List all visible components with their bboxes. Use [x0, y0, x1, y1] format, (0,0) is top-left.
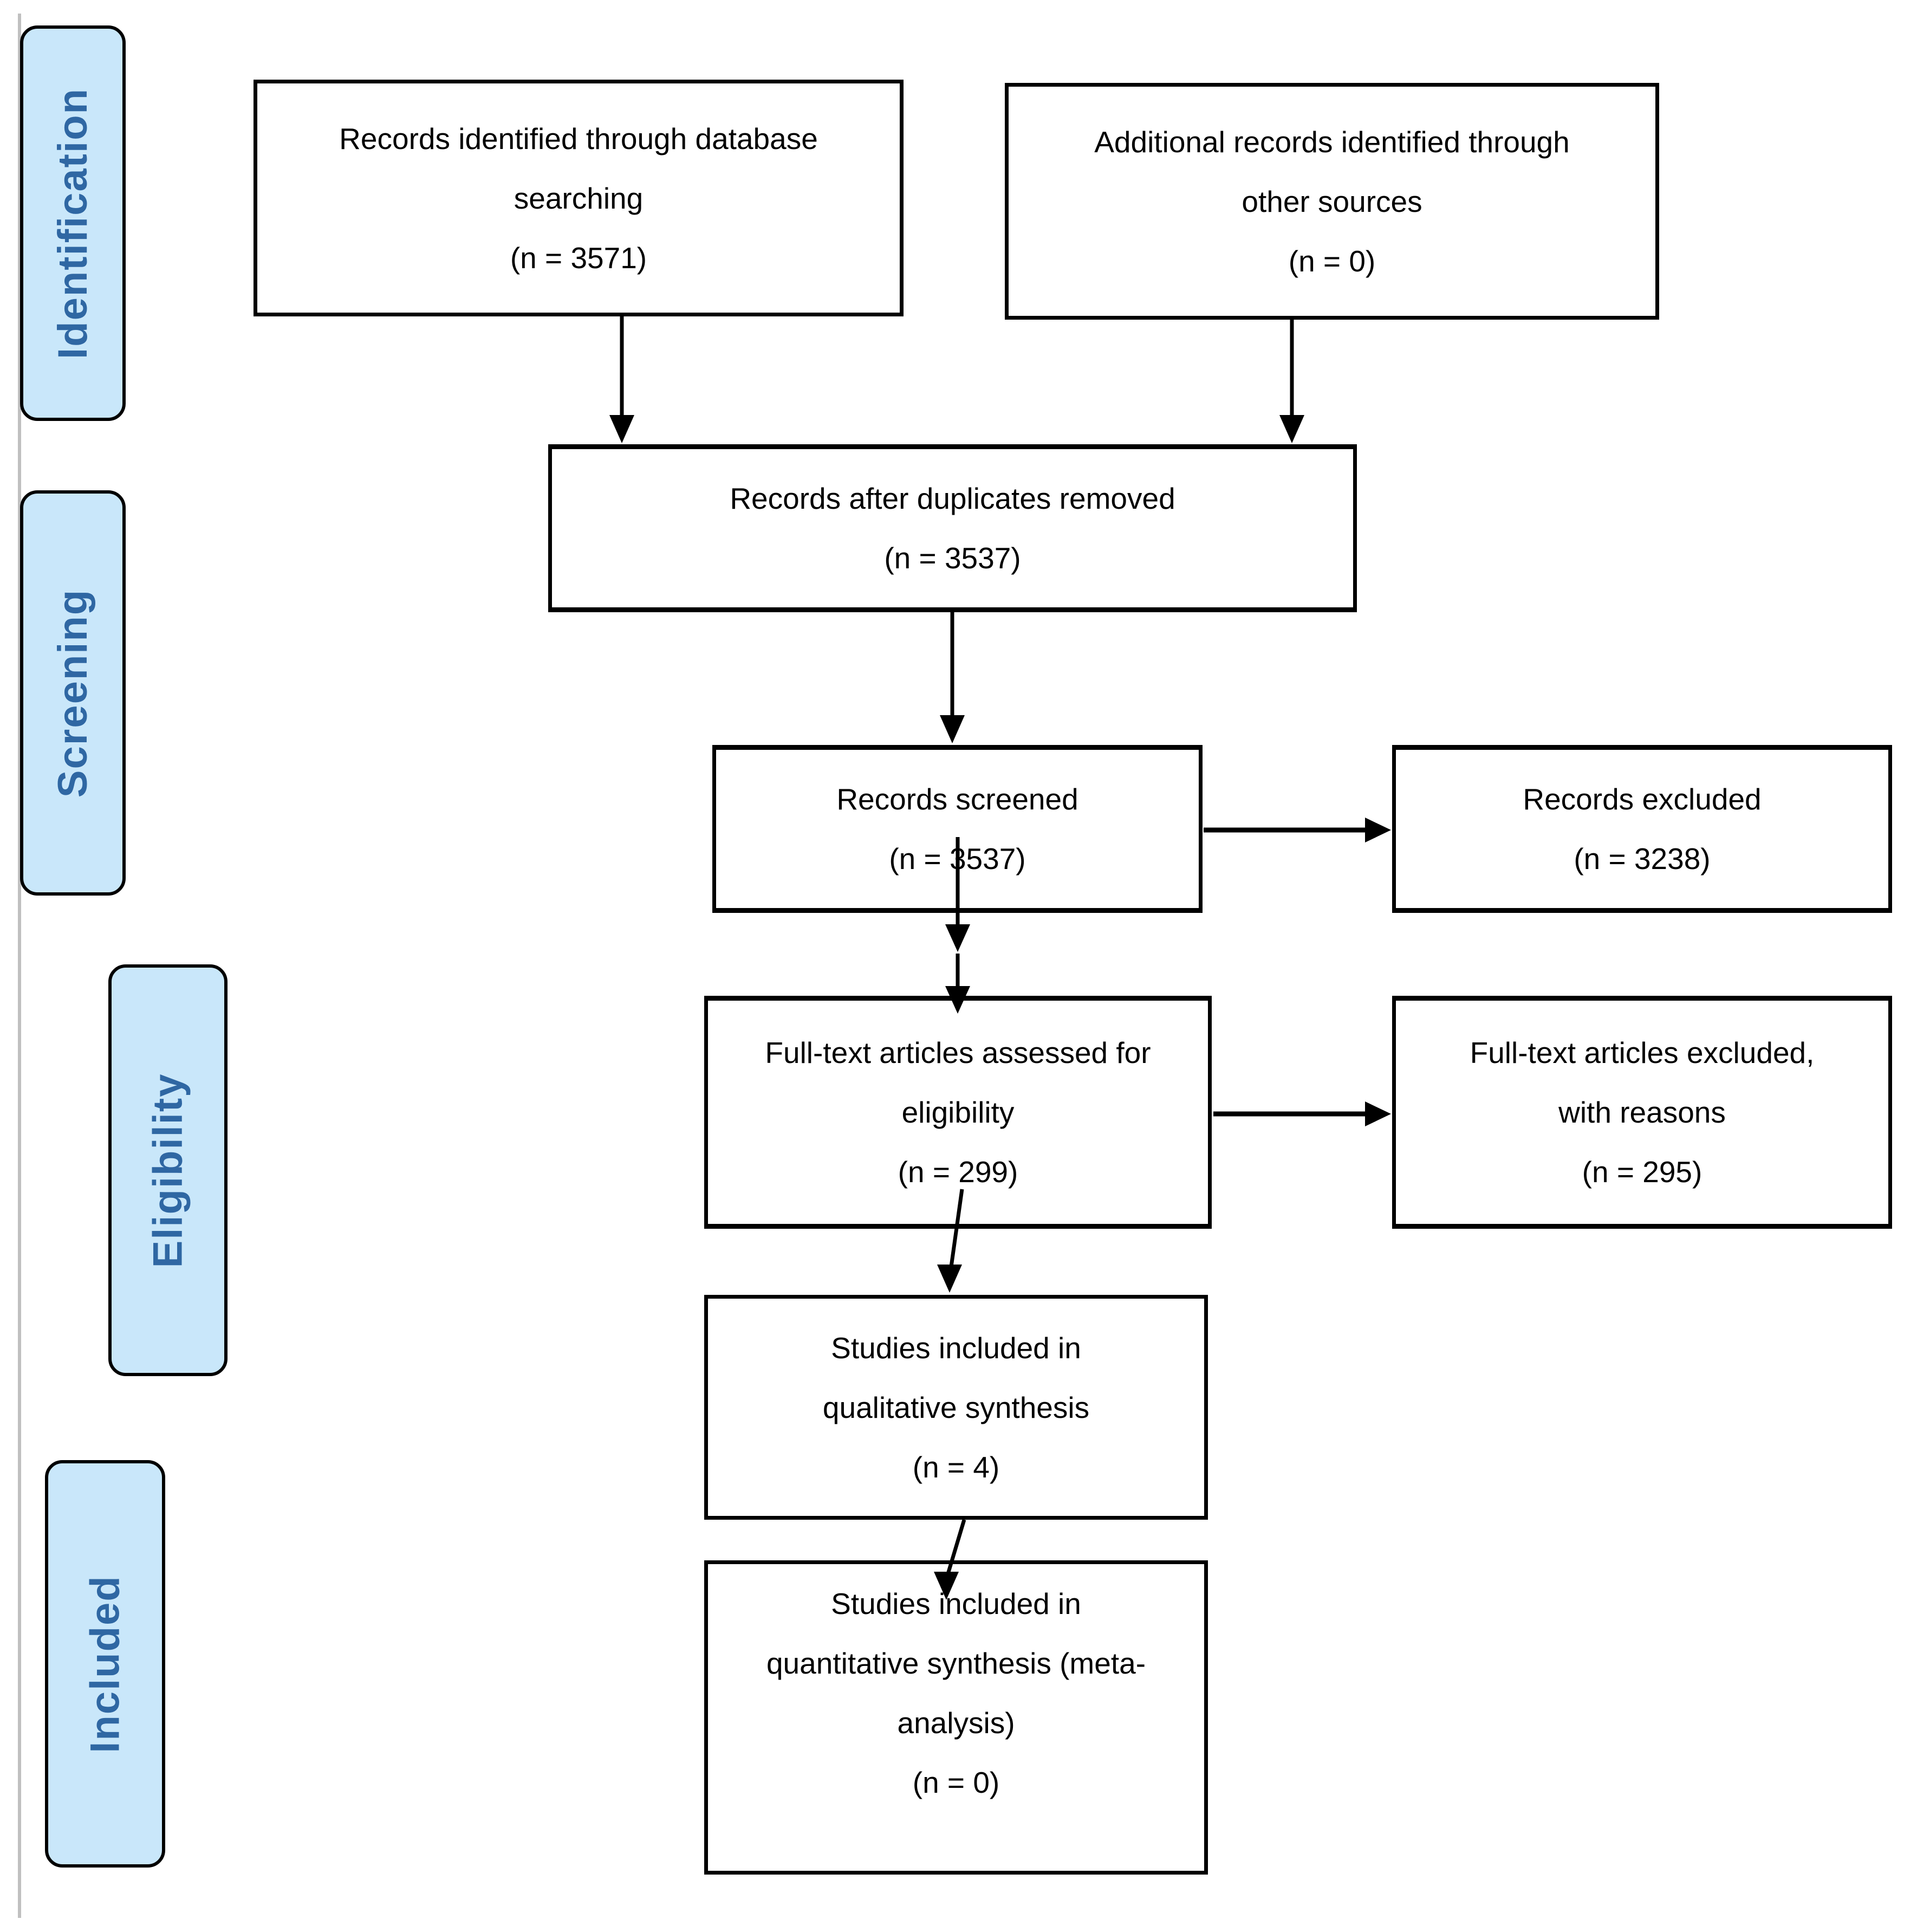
- box-count-line: (n = 3238): [1574, 842, 1711, 876]
- box-text-line: with reasons: [1558, 1095, 1726, 1129]
- flow-box-fulltext-assessed: Full-text articles assessed for eligibil…: [704, 996, 1212, 1229]
- box-text-line: qualitative synthesis: [822, 1390, 1090, 1424]
- stage-label-eligibility-text: Eligibility: [145, 1073, 191, 1268]
- box-count-line: (n = 0): [912, 1766, 1000, 1799]
- arrowhead-right-icon: [1365, 1101, 1391, 1126]
- box-count-line: (n = 299): [898, 1155, 1018, 1189]
- box-text-line: Studies included in: [831, 1587, 1081, 1620]
- box-count-line: (n = 0): [1288, 244, 1376, 278]
- flow-box-qualitative-synthesis: Studies included in qualitative synthesi…: [704, 1295, 1208, 1520]
- stage-label-eligibility: Eligibility: [108, 964, 228, 1376]
- box-text-line: Full-text articles excluded,: [1470, 1036, 1815, 1069]
- box-count-line: (n = 295): [1582, 1155, 1702, 1189]
- box-text-line: Studies included in: [831, 1331, 1081, 1365]
- flow-box-fulltext-excluded: Full-text articles excluded, with reason…: [1392, 996, 1892, 1229]
- box-count-line: (n = 4): [912, 1450, 1000, 1484]
- flow-box-records-identified: Records identified through database sear…: [254, 80, 904, 316]
- stage-label-included-text: Included: [82, 1574, 128, 1753]
- box-text-line: quantitative synthesis (meta-: [766, 1646, 1146, 1680]
- flow-box-records-screened: Records screened (n = 3537): [712, 745, 1203, 913]
- connector-screened-to-excluded: [1204, 818, 1391, 842]
- arrowhead-down-icon: [1279, 415, 1304, 443]
- flow-box-quantitative-synthesis: Studies included in quantitative synthes…: [704, 1560, 1208, 1875]
- box-text-line: Additional records identified through: [1094, 125, 1570, 159]
- arrowhead-down-icon: [609, 415, 634, 443]
- box-text-line: Records screened: [836, 782, 1078, 816]
- stage-label-screening-text: Screening: [50, 588, 96, 798]
- arrowhead-right-icon: [1365, 818, 1391, 842]
- box-text-line: Records excluded: [1523, 782, 1762, 816]
- arrowhead-down-icon: [940, 715, 965, 743]
- connector-additional-to-duplicates: [1279, 320, 1304, 443]
- stage-label-included: Included: [45, 1460, 165, 1868]
- arrowhead-down-icon: [937, 1265, 962, 1293]
- box-count-line: (n = 3537): [889, 842, 1026, 876]
- box-text-line: other sources: [1242, 184, 1422, 218]
- box-text-line: analysis): [897, 1706, 1015, 1740]
- arrowhead-down-icon: [945, 924, 970, 952]
- box-text-line: Full-text articles assessed for: [765, 1036, 1151, 1069]
- box-text-line: Records identified through database: [339, 121, 818, 155]
- flow-box-records-excluded: Records excluded (n = 3238): [1392, 745, 1892, 913]
- flow-box-duplicates-removed: Records after duplicates removed (n = 35…: [548, 444, 1357, 612]
- box-count-line: (n = 3571): [510, 241, 647, 275]
- stage-label-screening: Screening: [20, 490, 126, 896]
- connector-fulltext-to-ftexcluded: [1213, 1101, 1391, 1126]
- box-count-line: (n = 3537): [884, 541, 1021, 575]
- left-rail-line: [18, 14, 21, 1918]
- flow-box-additional-records: Additional records identified through ot…: [1005, 83, 1659, 320]
- box-text-line: Records after duplicates removed: [730, 482, 1175, 515]
- box-text-line: eligibility: [901, 1095, 1015, 1129]
- stage-label-identification: Identification: [20, 25, 126, 421]
- connector-duplicates-to-screened: [940, 612, 965, 743]
- stage-label-identification-text: Identification: [50, 87, 96, 359]
- connector-identified-to-duplicates: [609, 316, 634, 443]
- box-text-line: searching: [514, 181, 644, 215]
